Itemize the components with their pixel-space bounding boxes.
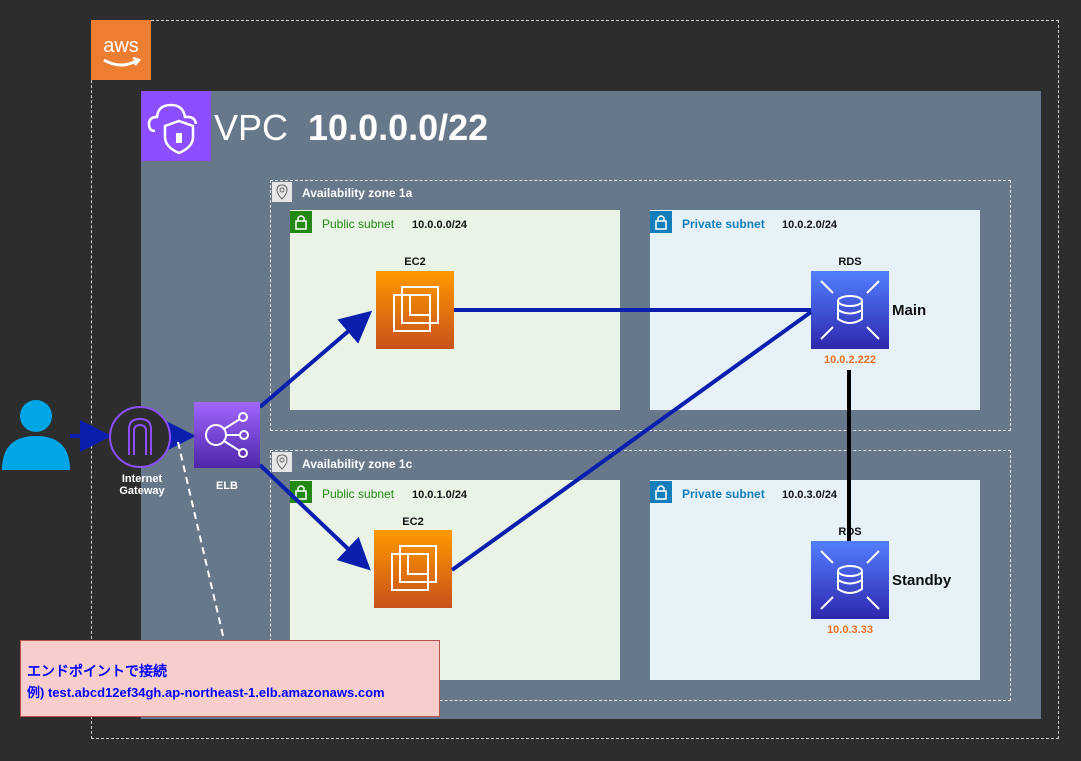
callout-line1: エンドポイントで接続	[27, 663, 167, 679]
vpc-icon	[141, 91, 211, 161]
ec2-icon	[376, 271, 454, 349]
az-label: Availability zone 1a	[302, 186, 413, 200]
rds-label: RDS	[838, 256, 862, 268]
location-pin-icon	[272, 182, 292, 202]
subnet-cidr: 10.0.2.0/24	[782, 219, 838, 231]
rds-icon	[811, 541, 889, 619]
lock-icon	[650, 481, 672, 503]
ec2-label: EC2	[402, 516, 424, 528]
ec2-icon	[374, 530, 452, 608]
igw-label-line2: Gateway	[119, 485, 165, 497]
subnet-label: Private subnet	[682, 217, 765, 231]
vpc-title: VPC 10.0.0.0/22	[214, 107, 488, 149]
subnet-cidr: 10.0.0.0/24	[412, 219, 468, 231]
endpoint-callout	[20, 640, 440, 717]
internet-gateway-icon	[108, 405, 172, 469]
vpc-cidr: 10.0.0.0/22	[308, 107, 489, 148]
subnet-label: Public subnet	[322, 487, 395, 501]
availability-zone-1a	[270, 180, 1011, 431]
elb-to-ec2c-arrow	[258, 463, 371, 571]
elb-to-ec2a-arrow	[258, 310, 373, 409]
aws-logo-text: aws	[103, 35, 139, 57]
elb-label: ELB	[216, 480, 238, 492]
rds-role-standby: Standby	[892, 572, 952, 589]
ec2c-to-rds-line	[450, 310, 813, 572]
rds-ip: 10.0.3.33	[827, 624, 873, 636]
subnet-label: Public subnet	[322, 217, 395, 231]
az-label: Availability zone 1c	[302, 457, 413, 471]
endpoint-dashed-line	[177, 441, 225, 641]
rds-ip: 10.0.2.222	[824, 354, 876, 366]
ec2-label: EC2	[404, 256, 426, 268]
user-icon	[0, 398, 72, 470]
aws-cloud-boundary	[91, 20, 1059, 739]
elb-icon	[194, 402, 260, 468]
vpc-label: VPC	[214, 107, 289, 148]
rds-icon	[811, 271, 889, 349]
rds-role-main: Main	[892, 302, 927, 319]
location-pin-icon	[272, 452, 292, 472]
igw-label: Internet Gateway	[100, 473, 184, 497]
igw-label-line1: Internet	[121, 473, 163, 485]
callout-line2: 例) test.abcd12ef34gh.ap-northeast-1.elb.…	[27, 685, 385, 700]
lock-icon	[290, 211, 312, 233]
availability-zone-1c	[270, 450, 1011, 701]
subnet-label: Private subnet	[682, 487, 765, 501]
subnet-cidr: 10.0.3.0/24	[782, 489, 838, 501]
subnet-cidr: 10.0.1.0/24	[412, 489, 468, 501]
lock-icon	[650, 211, 672, 233]
aws-logo-icon: aws	[91, 20, 151, 80]
